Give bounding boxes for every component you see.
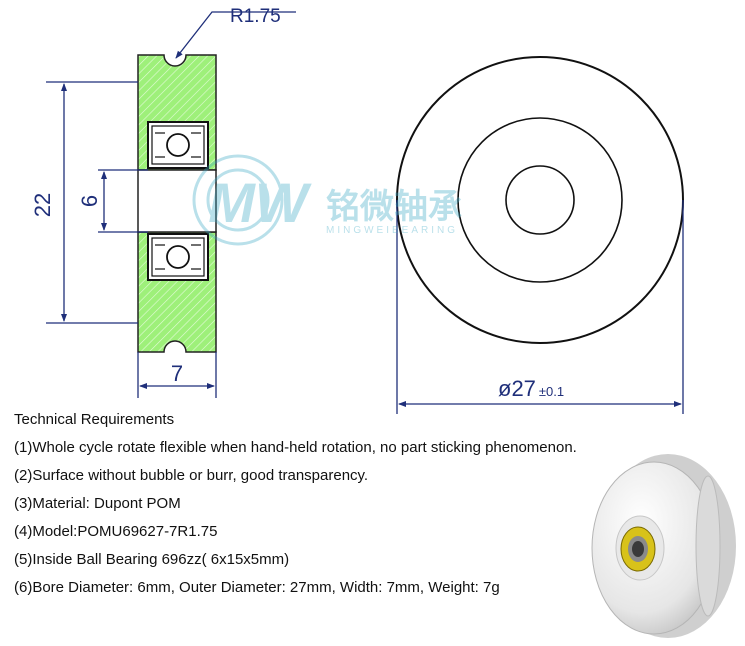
watermark-brand-en: MINGWEIBEARING — [326, 225, 458, 236]
dim-7-label: 7 — [171, 361, 183, 386]
diameter-dimension — [396, 200, 684, 414]
requirement-item: (3)Material: Dupont POM — [14, 495, 181, 512]
requirement-item: (1)Whole cycle rotate flexible when hand… — [14, 439, 577, 456]
watermark: MW 铭微轴承 MINGWEIBEARING — [192, 154, 462, 246]
dim-6-label: 6 — [77, 195, 102, 207]
middle-circle — [457, 117, 623, 283]
requirements-title: Technical Requirements — [14, 411, 175, 428]
cross-section-view — [137, 54, 217, 353]
requirement-item: (5)Inside Ball Bearing 696zz( 6x15x5mm) — [14, 551, 290, 568]
bearing-top — [147, 121, 209, 169]
dim-27-label: ø27±0.1 — [498, 376, 564, 401]
dim-22-label: 22 — [30, 193, 55, 217]
wheel-3d-image — [591, 454, 736, 638]
watermark-bearing-icon — [192, 154, 284, 246]
bore-circle — [505, 165, 575, 235]
requirement-item: (2)Surface without bubble or burr, good … — [14, 467, 369, 484]
requirement-item: (6)Bore Diameter: 6mm, Outer Diameter: 2… — [14, 579, 500, 596]
watermark-logo: MW — [208, 171, 312, 234]
dimension-lines — [46, 11, 296, 398]
requirement-item: (4)Model:POMU69627-7R1.75 — [14, 523, 218, 540]
dim-r175-label: R1.75 — [230, 6, 281, 27]
requirements-list: (1)Whole cycle rotate flexible when hand… — [14, 438, 577, 606]
dim-27-value: ø27 — [498, 376, 536, 401]
bearing-bottom — [147, 233, 209, 281]
dim-27-tolerance: ±0.1 — [539, 384, 564, 399]
watermark-brand-cn: 铭微轴承 — [326, 187, 462, 227]
r175-leader — [175, 11, 296, 59]
